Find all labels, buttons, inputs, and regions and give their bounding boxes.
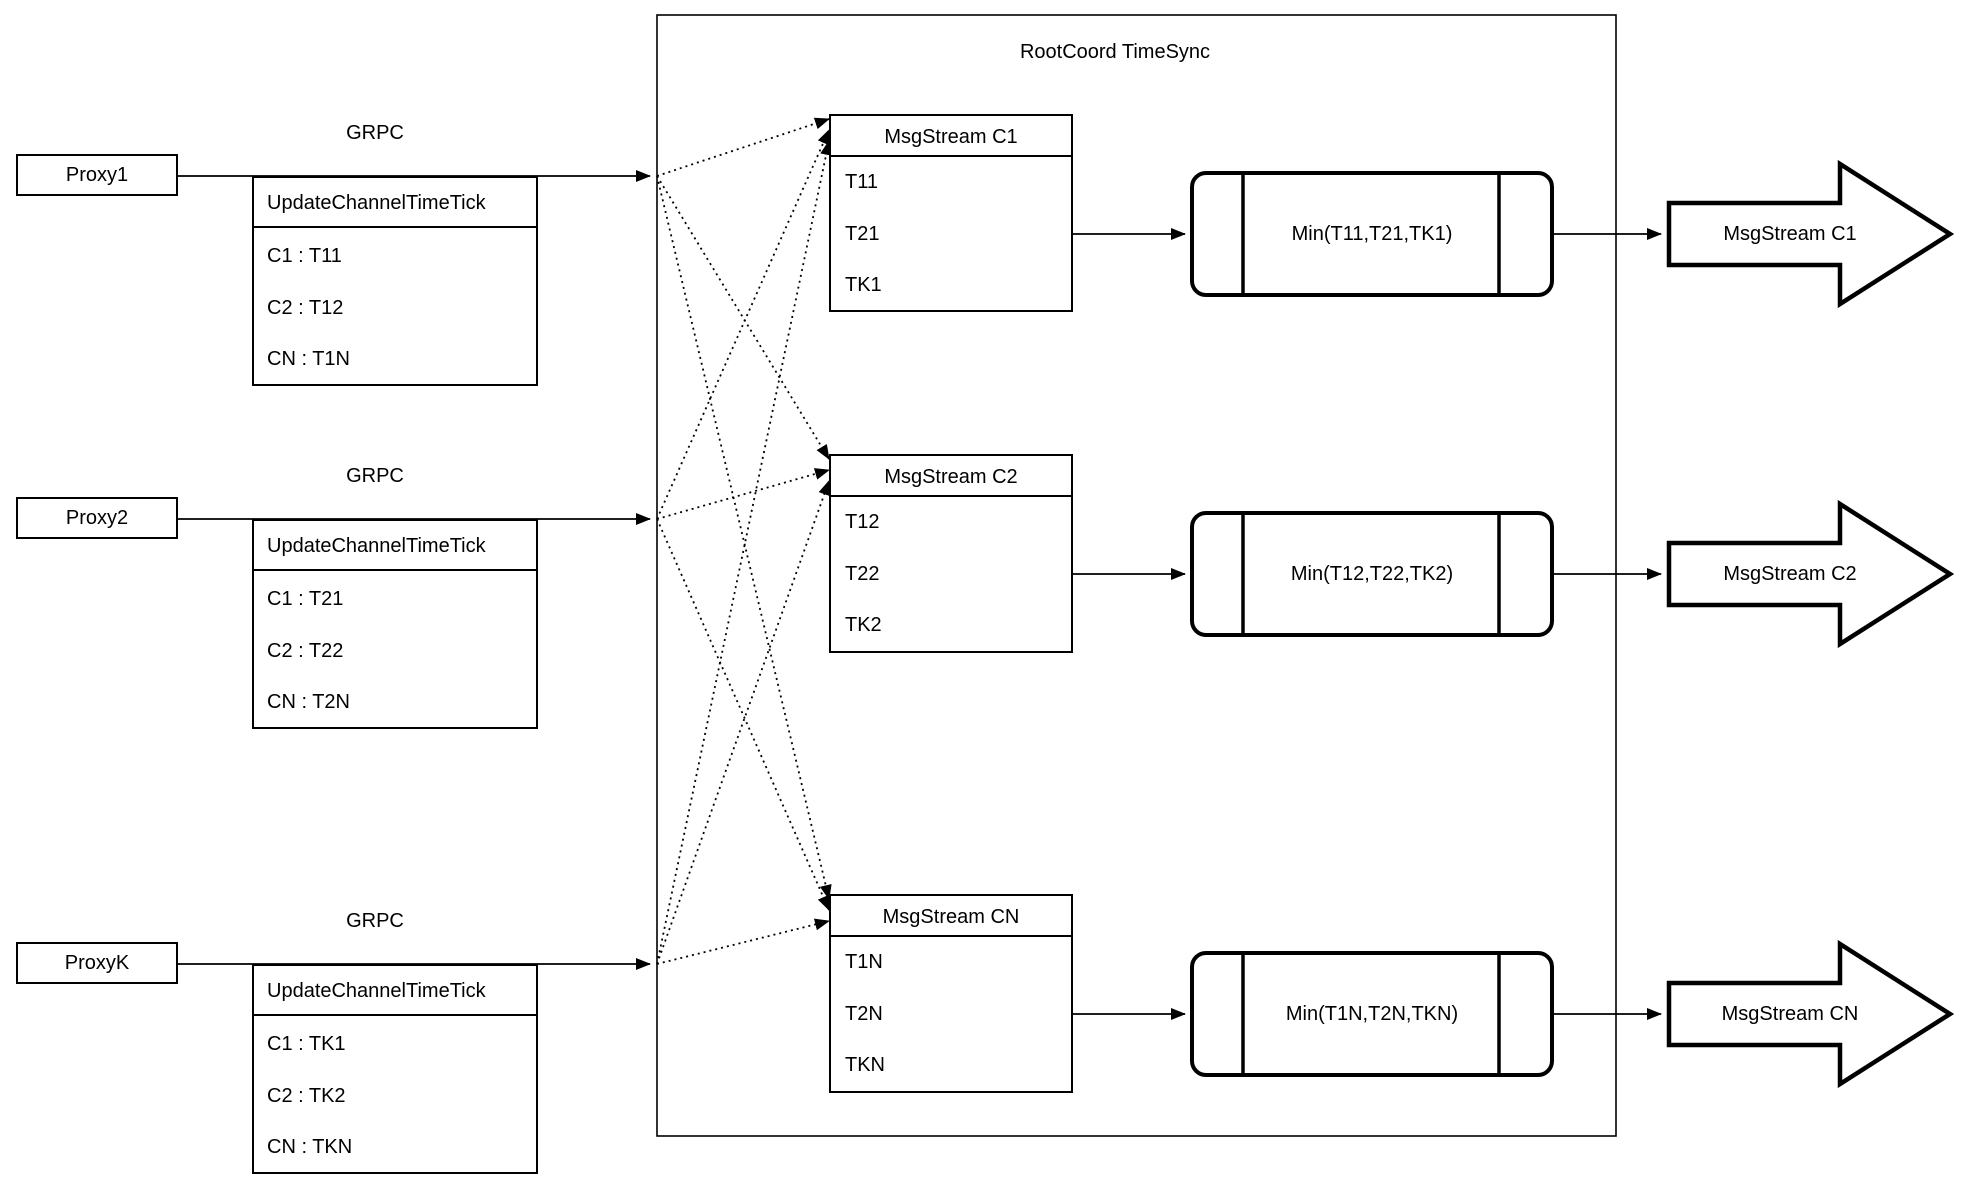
msgstream-table-c2-header: MsgStream C2 <box>884 466 1017 488</box>
update-table-2-row-2: CN : T2N <box>267 691 350 713</box>
proxy2-group: Proxy2 GRPC UpdateChannelTimeTick C1 : T… <box>16 465 651 729</box>
update-table-3-header: UpdateChannelTimeTick <box>267 980 487 1002</box>
grpc-label-2: GRPC <box>346 465 404 487</box>
rootcoord-timesync-title: RootCoord TimeSync <box>1020 41 1210 63</box>
update-table-2-row-0: C1 : T21 <box>267 588 343 610</box>
proxy1-group: Proxy1 GRPC UpdateChannelTimeTick C1 : T… <box>16 122 651 386</box>
update-table-1-row-0: C1 : T11 <box>267 245 342 267</box>
dotted-arrows <box>656 117 833 965</box>
msgstream-table-c1-row-1: T21 <box>845 223 879 245</box>
dotted-arrow-proxyk-c2 <box>656 480 830 965</box>
update-table-3-row-2: CN : TKN <box>267 1136 352 1158</box>
msgstream-table-c1-row-2: TK1 <box>845 274 882 296</box>
output-arrow-cn <box>1666 939 1955 1089</box>
output-arrow-label-c2: MsgStream C2 <box>1723 563 1856 585</box>
proxy2-box <box>16 497 178 539</box>
dotted-arrow-proxy1-c1 <box>656 117 830 177</box>
proxy2-label: Proxy2 <box>66 507 128 529</box>
dotted-arrow-proxy1-c2 <box>656 175 830 460</box>
msgstream-table-cn-row-1: T2N <box>845 1003 883 1025</box>
proxyk-label: ProxyK <box>65 952 130 974</box>
msgstream-table-c1-row-0: T11 <box>845 171 878 193</box>
grpc-label-3: GRPC <box>346 910 404 932</box>
channel-c2-group: MsgStream C2 T12 T22 TK2 Min(T12,T22,TK2… <box>829 454 1955 653</box>
min-label-c1: Min(T11,T21,TK1) <box>1292 223 1453 245</box>
dotted-arrow-proxy2-c1 <box>656 129 830 520</box>
output-arrow-c1 <box>1666 159 1955 309</box>
update-table-1-header: UpdateChannelTimeTick <box>267 192 487 214</box>
dotted-arrow-proxy2-c2 <box>656 468 830 520</box>
update-table-1-row-2: CN : T1N <box>267 348 350 370</box>
update-table-3-row-1: C2 : TK2 <box>267 1085 346 1107</box>
update-table-2-header: UpdateChannelTimeTick <box>267 535 487 557</box>
proxyk-group: ProxyK GRPC UpdateChannelTimeTick C1 : T… <box>16 910 651 1174</box>
msgstream-table-cn-header: MsgStream CN <box>883 906 1020 928</box>
min-label-cn: Min(T1N,T2N,TKN) <box>1286 1003 1458 1025</box>
output-arrow-c2 <box>1666 499 1955 649</box>
msgstream-table-c2-row-1: T22 <box>845 563 879 585</box>
proxy1-label: Proxy1 <box>66 164 128 186</box>
dotted-arrow-proxyk-c1 <box>656 140 833 965</box>
msgstream-table-c2 <box>829 454 1073 653</box>
msgstream-table-c2-row-0: T12 <box>845 511 879 533</box>
msgstream-table-c1 <box>829 114 1073 312</box>
proxy1-box <box>16 154 178 196</box>
output-arrow-label-cn: MsgStream CN <box>1722 1003 1859 1025</box>
msgstream-table-c2-row-2: TK2 <box>845 614 882 636</box>
rootcoord-timesync-box <box>656 14 1617 1137</box>
update-table-1-row-1: C2 : T12 <box>267 297 343 319</box>
output-arrow-label-c1: MsgStream C1 <box>1723 223 1856 245</box>
min-label-c2: Min(T12,T22,TK2) <box>1291 563 1453 585</box>
dotted-arrow-proxyk-cn <box>656 918 830 965</box>
update-table-2-row-1: C2 : T22 <box>267 640 343 662</box>
update-table-1 <box>252 176 538 386</box>
dotted-arrow-proxy1-cn <box>656 175 832 900</box>
msgstream-table-c1-header: MsgStream C1 <box>884 126 1017 148</box>
channel-c1-group: MsgStream C1 T11 T21 TK1 Min(T11,T21,TK1… <box>829 114 1955 312</box>
channel-cn-group: MsgStream CN T1N T2N TKN Min(T1N,T2N,TKN… <box>829 894 1955 1093</box>
update-table-3 <box>252 964 538 1174</box>
msgstream-table-cn <box>829 894 1073 1093</box>
dotted-arrow-proxy2-cn <box>656 518 830 911</box>
proxyk-box <box>16 942 178 984</box>
msgstream-table-cn-row-2: TKN <box>845 1054 885 1076</box>
update-table-3-row-0: C1 : TK1 <box>267 1033 346 1055</box>
update-table-2 <box>252 519 538 729</box>
msgstream-table-cn-row-0: T1N <box>845 951 883 973</box>
grpc-label-1: GRPC <box>346 122 404 144</box>
